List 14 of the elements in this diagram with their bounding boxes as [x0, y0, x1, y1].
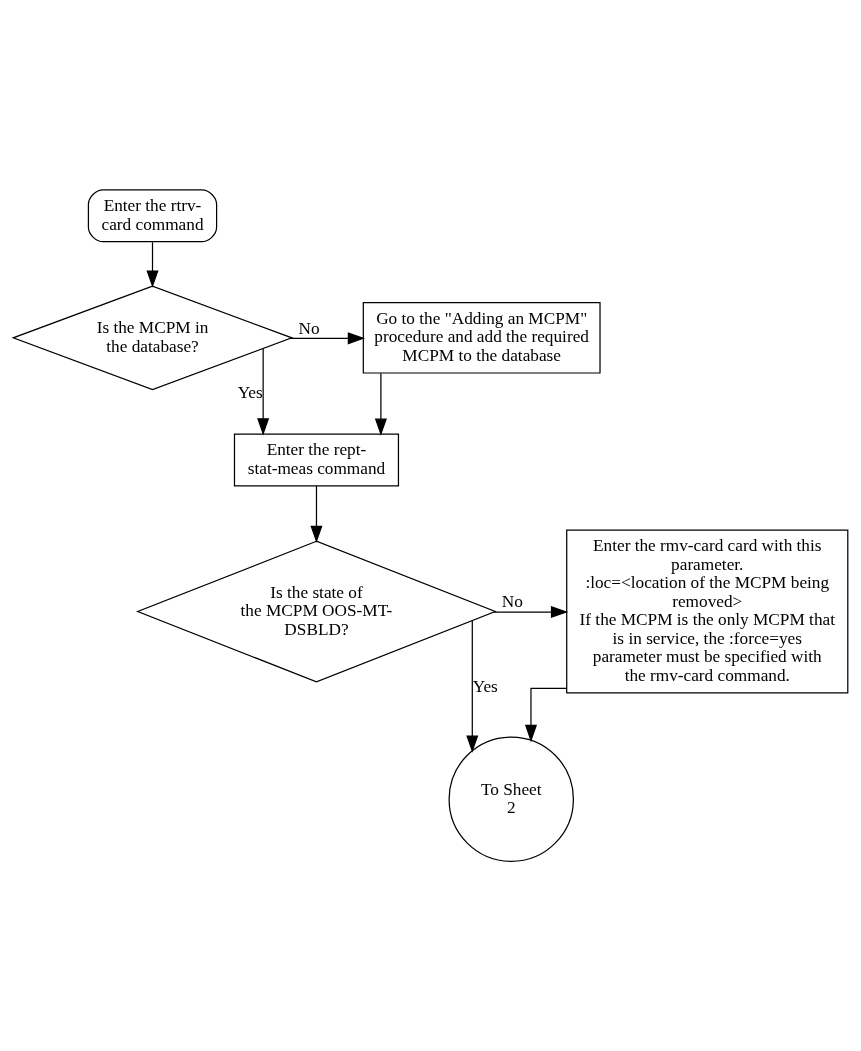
arrow — [146, 241, 159, 288]
edge-label: No — [298, 318, 320, 338]
arrow — [257, 348, 270, 436]
edge-label: No — [501, 592, 523, 612]
arrow — [374, 372, 387, 436]
node-box: Enter the rtrv-card command — [87, 189, 218, 243]
arrow — [466, 619, 479, 753]
arrow — [290, 332, 366, 345]
arrow — [310, 485, 323, 544]
node-box: Enter the rept-stat-meas command — [233, 433, 400, 487]
node-box: Go to the "Adding an MCPM" procedure and add the required MCPM to the database — [362, 302, 601, 374]
node-box: Enter the rmv-card card with this parameter. :loc=<location of the MCPM being removed> If the MCPM is the only MCPM that is in service, the :force=yes parameter must be specified with the rmv-card command. — [566, 529, 849, 694]
arrow — [493, 606, 569, 619]
arrow — [524, 687, 568, 743]
